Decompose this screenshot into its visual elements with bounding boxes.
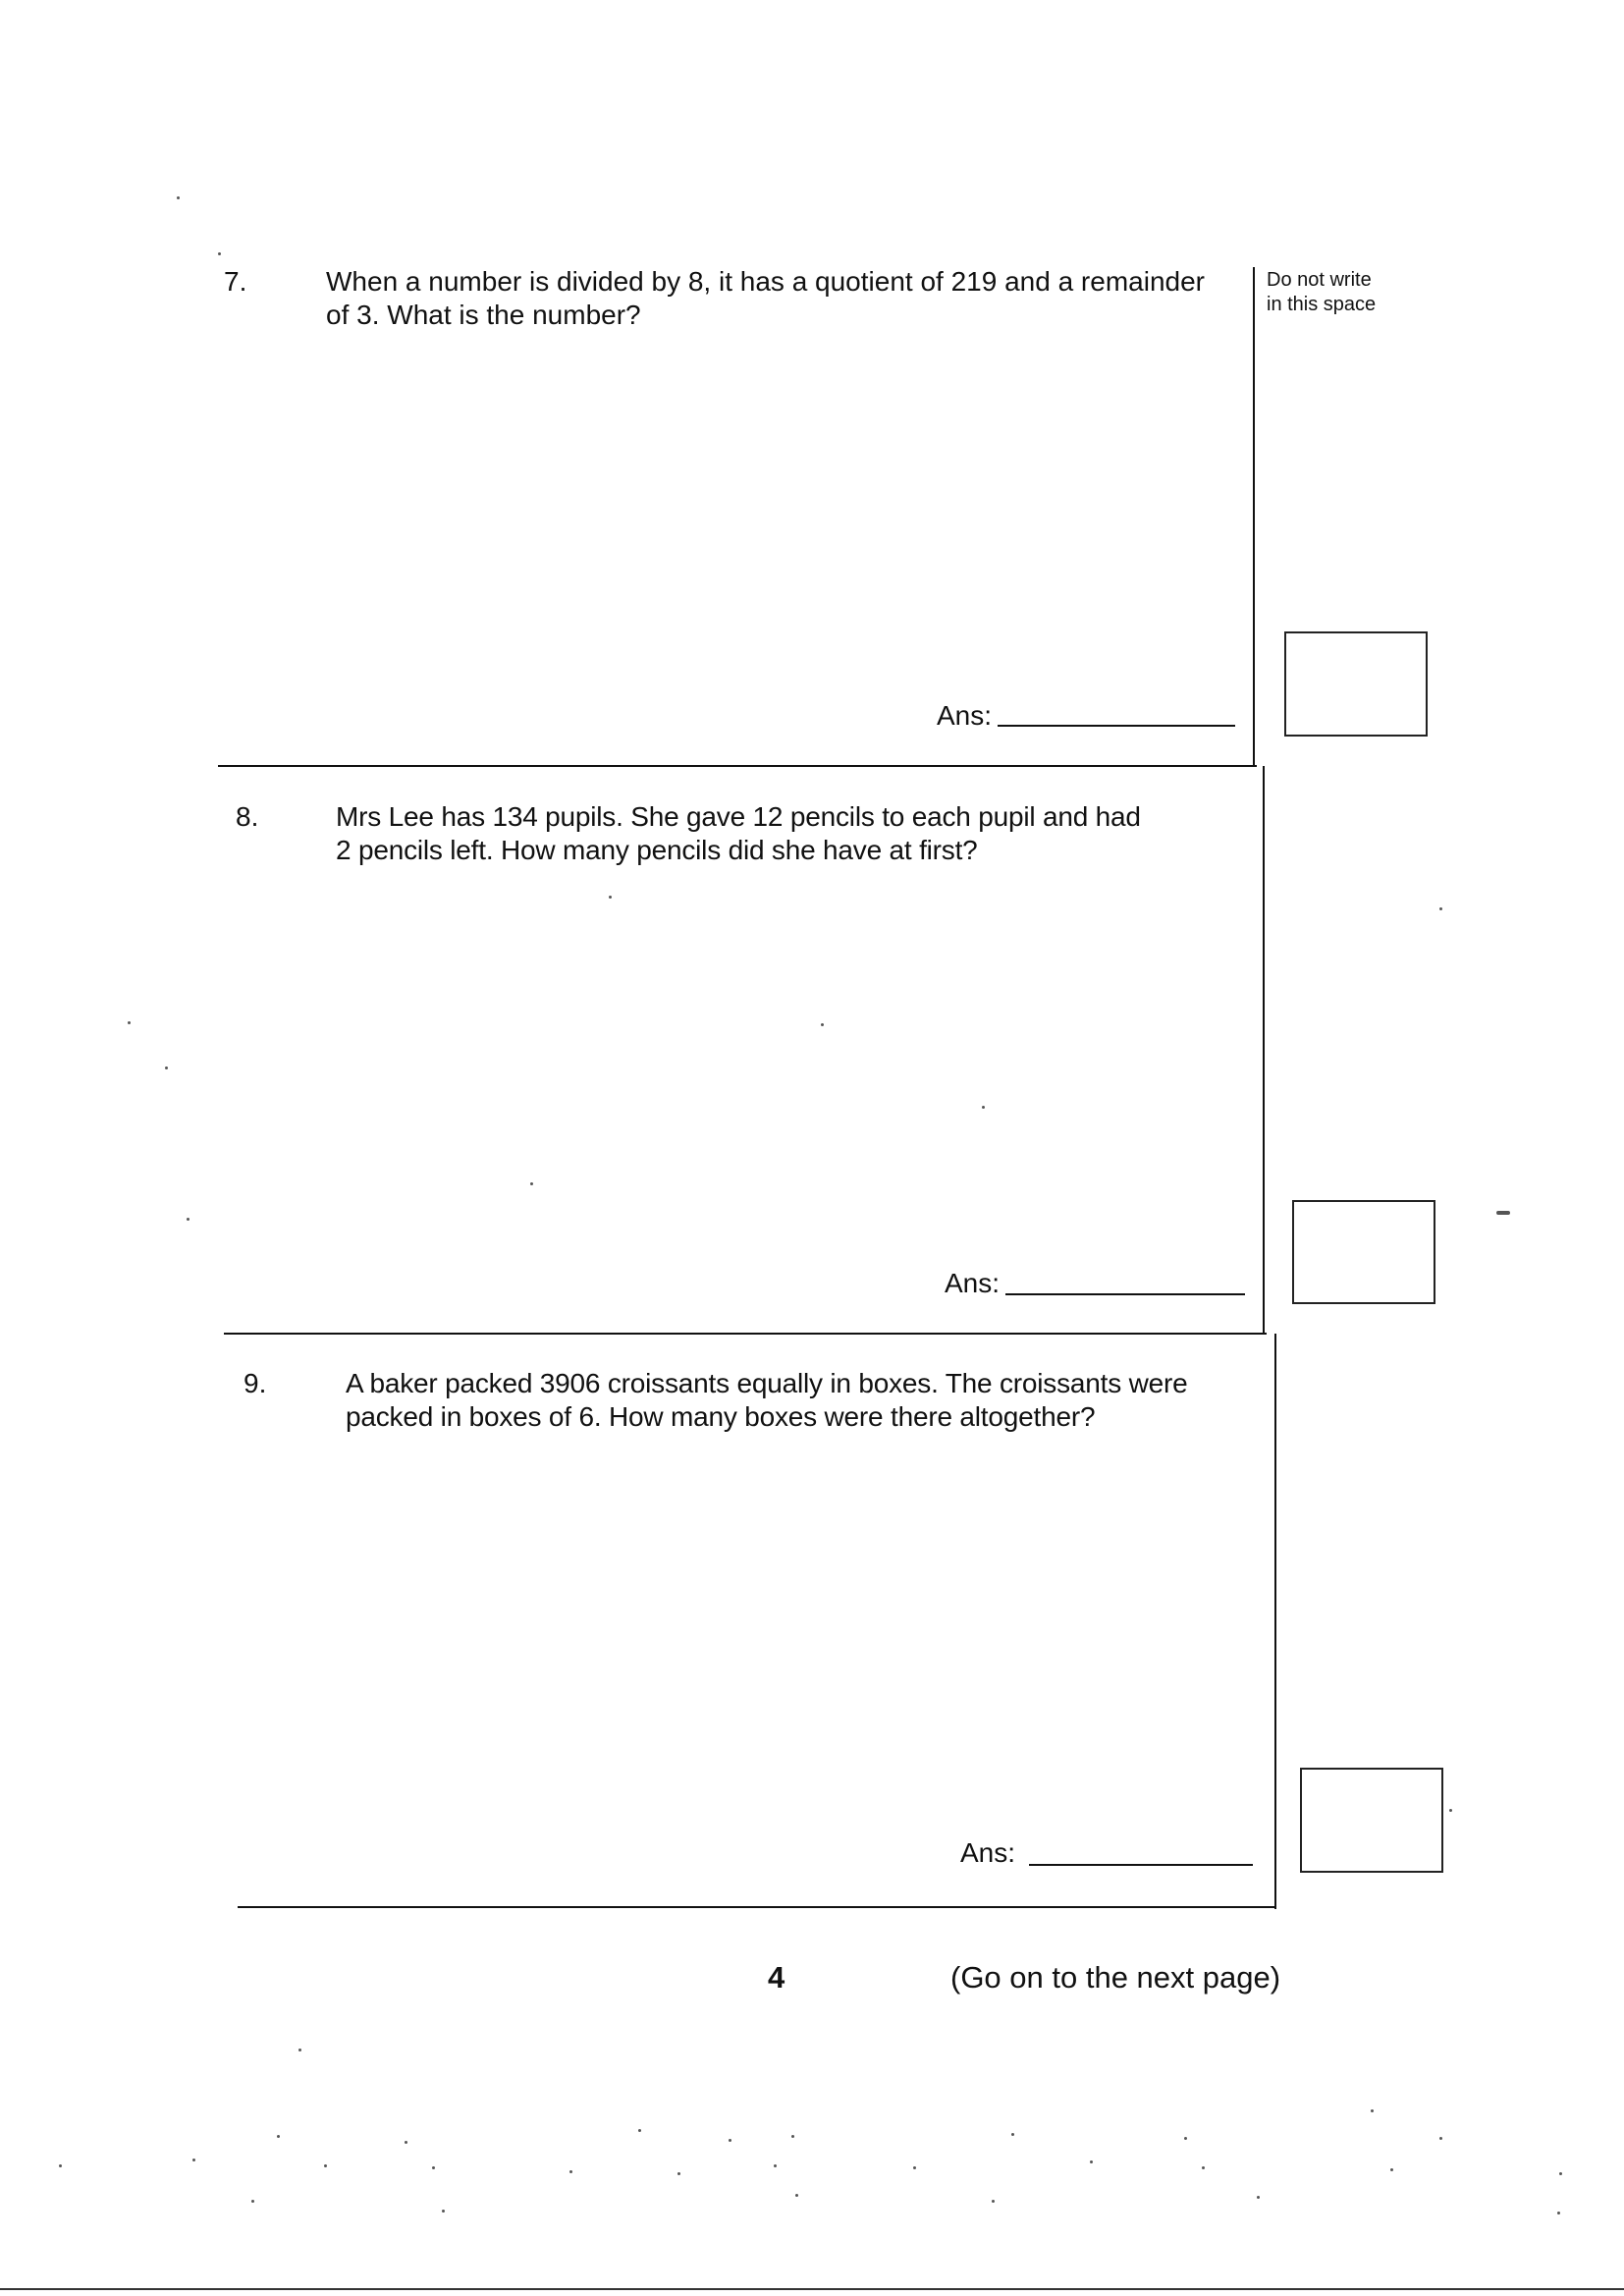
margin-divider xyxy=(1253,267,1255,766)
question-9-separator xyxy=(238,1906,1276,1908)
next-page-note: (Go on to the next page) xyxy=(950,1960,1281,1995)
question-8-separator xyxy=(224,1333,1267,1335)
question-7-answer-label: Ans: xyxy=(937,700,993,731)
question-8-mark-box xyxy=(1292,1200,1435,1304)
question-7-answer-line[interactable] xyxy=(998,725,1235,727)
page-number: 4 xyxy=(768,1960,785,1995)
question-7-mark-box xyxy=(1284,631,1428,737)
question-8-answer-label: Ans: xyxy=(945,1268,1001,1298)
question-7-separator xyxy=(218,765,1257,767)
question-9-answer-line[interactable] xyxy=(1029,1864,1253,1866)
margin-divider xyxy=(1274,1334,1276,1909)
question-9-text: A baker packed 3906 croissants equally i… xyxy=(346,1368,1188,1432)
question-8-answer-line[interactable] xyxy=(1005,1293,1245,1295)
question-7-text: When a number is divided by 8, it has a … xyxy=(326,266,1205,330)
question-8-text: Mrs Lee has 134 pupils. She gave 12 penc… xyxy=(336,801,1141,865)
question-9-answer-label: Ans: xyxy=(960,1837,1016,1868)
question-9-mark-box xyxy=(1300,1768,1443,1873)
margin-note: Do not write in this space xyxy=(1267,269,1377,315)
question-9-number: 9. xyxy=(244,1368,267,1398)
margin-divider xyxy=(1263,766,1265,1334)
scan-edge-line xyxy=(0,2288,1624,2290)
question-8-number: 8. xyxy=(236,801,259,832)
question-7-number: 7. xyxy=(224,266,247,297)
